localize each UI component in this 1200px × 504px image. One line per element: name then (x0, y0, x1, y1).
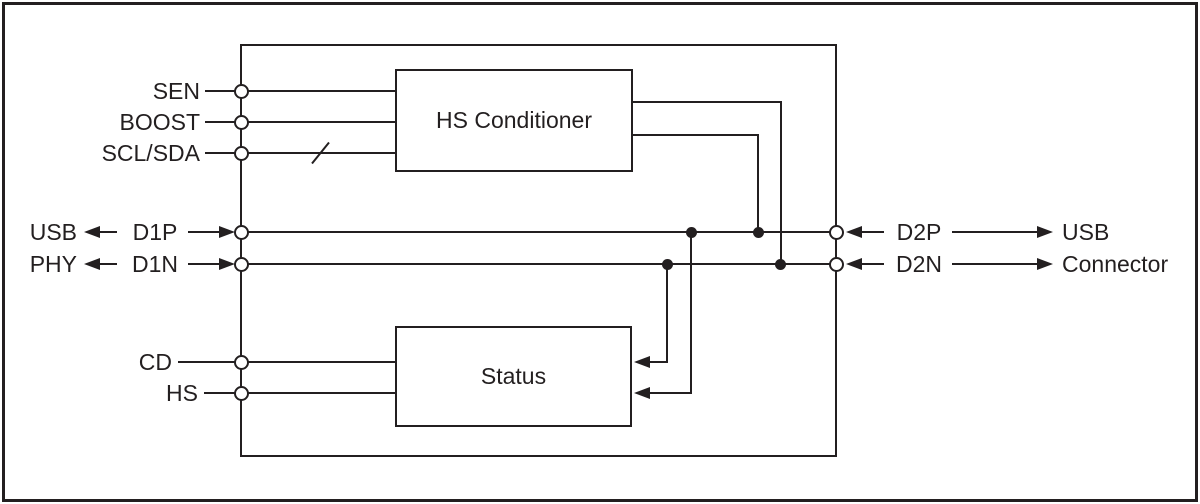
wire-d1p-to-status-h (647, 392, 692, 394)
stub-boost (205, 121, 235, 123)
line-d2n-to-chip (859, 263, 884, 265)
pin-d1n (234, 257, 249, 272)
line-d1p-to-chip (188, 231, 221, 233)
block-status: Status (395, 326, 632, 427)
pin-boost (234, 115, 249, 130)
external-label-usb-phy-line2: PHY (29, 251, 77, 277)
arrowhead-into-status-lower (634, 387, 650, 399)
wire-hscond-out-lower-v (757, 134, 759, 233)
pin-label-hs: HS (166, 380, 198, 406)
arrowhead-d1n-to-phy (84, 258, 100, 270)
pin-label-d2p: D2P (896, 219, 942, 245)
wire-d1p-to-status-v (690, 232, 692, 394)
junction-dot-d1n-hscond (775, 259, 786, 270)
wire-boost (240, 121, 396, 123)
stub-cd (178, 361, 235, 363)
external-label-usb-connector-line2: Connector (1062, 251, 1169, 277)
junction-dot-d1p-hscond (753, 227, 764, 238)
pin-label-boost: BOOST (119, 109, 200, 135)
stub-scl-sda (205, 152, 235, 154)
pin-label-d2n: D2N (895, 251, 942, 277)
stub-sen (205, 90, 235, 92)
line-d2p-to-chip (859, 231, 884, 233)
wire-hscond-out-lower-h (633, 134, 759, 136)
junction-dot-d1n-status (662, 259, 673, 270)
line-d1n-to-phy (97, 263, 117, 265)
arrowhead-d1p-to-phy (84, 226, 100, 238)
pin-d1p (234, 225, 249, 240)
wire-d1p-d2p (240, 231, 837, 233)
wire-sen (240, 90, 396, 92)
pin-d2p (829, 225, 844, 240)
block-hs-conditioner-label: HS Conditioner (436, 107, 592, 133)
junction-dot-d1p-status (686, 227, 697, 238)
pin-scl-sda (234, 146, 249, 161)
block-hs-conditioner: HS Conditioner (395, 69, 633, 172)
arrowhead-into-status-upper (634, 356, 650, 368)
wire-cd (240, 361, 396, 363)
arrowhead-d2n-to-chip (846, 258, 862, 270)
arrowhead-d2p-to-connector (1037, 226, 1053, 238)
arrowhead-d1n-to-chip (219, 258, 235, 270)
line-d2p-to-connector (952, 231, 1039, 233)
external-label-usb-phy-line1: USB (29, 219, 77, 245)
arrowhead-d2n-to-connector (1037, 258, 1053, 270)
pin-label-d1p: D1P (132, 219, 178, 245)
pin-label-sen: SEN (152, 78, 200, 104)
wire-hscond-out-upper-h (633, 101, 782, 103)
arrowhead-d2p-to-chip (846, 226, 862, 238)
pin-sen (234, 84, 249, 99)
pin-label-d1n: D1N (131, 251, 178, 277)
arrowhead-d1p-to-chip (219, 226, 235, 238)
wire-d1n-to-status-v (666, 264, 668, 362)
wire-hs (240, 392, 396, 394)
wire-d1n-d2n (240, 263, 837, 265)
pin-cd (234, 355, 249, 370)
stub-hs (204, 392, 235, 394)
wire-hscond-out-upper-v (780, 101, 782, 265)
wire-d1n-to-status-h (647, 361, 668, 363)
pin-label-cd: CD (138, 349, 172, 375)
pin-hs (234, 386, 249, 401)
block-status-label: Status (480, 363, 547, 389)
line-d1p-to-phy (97, 231, 117, 233)
external-label-usb-connector-line1: USB (1062, 219, 1110, 245)
pin-label-scl-sda: SCL/SDA (101, 140, 200, 166)
line-d2n-to-connector (952, 263, 1039, 265)
line-d1n-to-chip (188, 263, 221, 265)
pin-d2n (829, 257, 844, 272)
